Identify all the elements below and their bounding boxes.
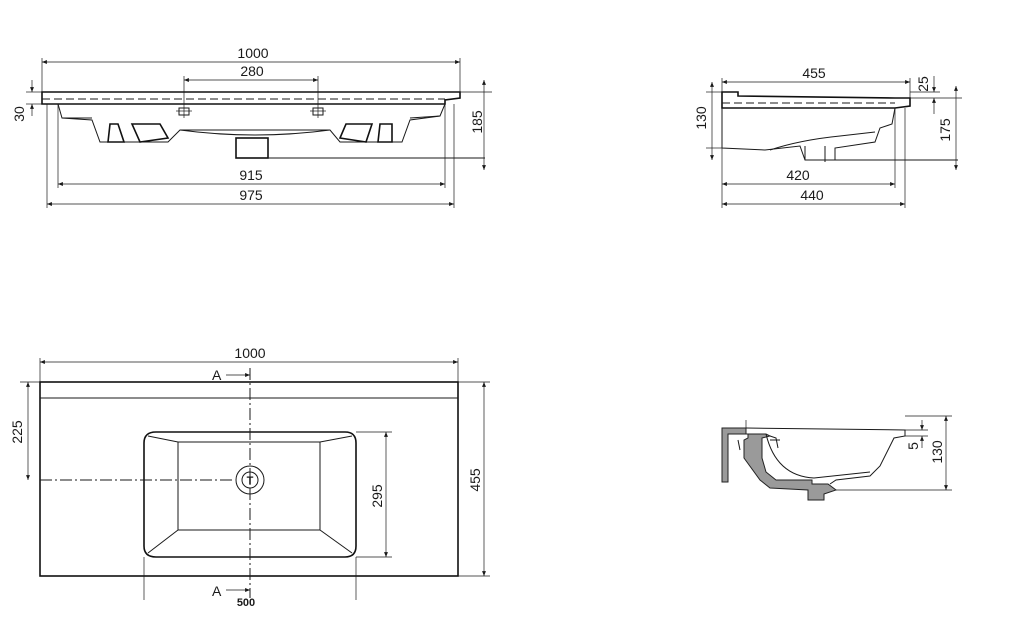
dimension-section-height: 130 (836, 415, 952, 491)
dimension-top-overall-depth: 455 (458, 381, 490, 577)
dimension-side-lip: 25 (910, 76, 940, 114)
dim-25: 25 (915, 76, 931, 92)
dimension-bowl-height: 295 (356, 431, 392, 558)
dimension-inner-width: 915 (57, 104, 446, 188)
section-view-body (721, 420, 906, 501)
dimension-slab-thickness: 30 (11, 80, 42, 122)
top-view-body: T (39, 368, 459, 598)
dim-1000-top: 1000 (234, 345, 265, 361)
dim-440: 440 (800, 187, 824, 203)
section-marker-top: A (212, 367, 250, 383)
dimension-tap-spacing: 280 (183, 63, 319, 104)
dimension-side-body-height: 130 (693, 82, 722, 160)
dim-130-side: 130 (693, 106, 709, 130)
tap-hole-left (176, 104, 192, 118)
dim-420: 420 (786, 167, 810, 183)
tap-hole-right (310, 104, 326, 118)
dim-455-side: 455 (802, 65, 826, 81)
front-view: 1000 280 30 185 915 (11, 45, 492, 208)
dim-455-top: 455 (467, 468, 483, 492)
dim-1000: 1000 (237, 45, 268, 61)
dim-500: 500 (237, 597, 255, 609)
dimension-section-rim: 5 (905, 420, 928, 450)
dimension-side-outer-depth: 440 (721, 108, 906, 208)
side-view-body (721, 91, 958, 162)
dim-30: 30 (11, 106, 27, 122)
section-marker-bottom: A (212, 583, 250, 599)
dimension-side-total-height: 175 (937, 86, 962, 170)
dimension-overall-width: 1000 (41, 45, 461, 92)
side-view: 455 25 130 175 420 (693, 65, 962, 208)
dimension-side-depth: 455 (721, 65, 911, 98)
dimension-base-width: 975 (46, 104, 455, 208)
dim-915: 915 (239, 167, 263, 183)
dim-5: 5 (905, 442, 921, 450)
dimension-bowl-position: 500 (143, 557, 357, 609)
dim-280: 280 (240, 63, 264, 79)
svg-text:T: T (247, 475, 254, 487)
dim-295: 295 (369, 484, 385, 508)
dimension-drain-offset: 225 (9, 381, 40, 480)
section-label-bottom: A (212, 583, 222, 599)
dimension-side-bottom-depth: 420 (721, 108, 896, 188)
dim-225: 225 (9, 420, 25, 444)
dim-130-section: 130 (929, 440, 945, 464)
section-view: 5 130 (721, 415, 952, 501)
dim-175: 175 (937, 118, 953, 142)
dimension-total-height: 185 (460, 80, 492, 170)
front-view-body (41, 91, 485, 159)
dim-185: 185 (469, 110, 485, 134)
top-view: T A A 1000 225 (9, 345, 490, 609)
dimension-top-overall-width: 1000 (39, 345, 459, 382)
section-label-top: A (212, 367, 222, 383)
dim-975: 975 (239, 187, 263, 203)
